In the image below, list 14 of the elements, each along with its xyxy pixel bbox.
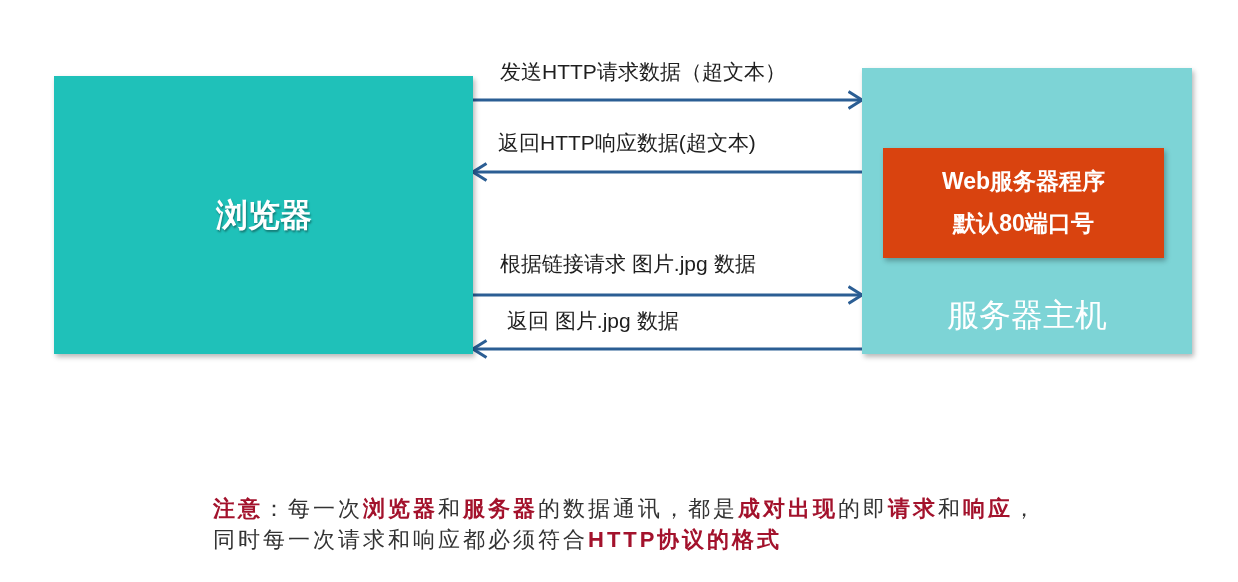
edge-label: 发送HTTP请求数据（超文本） <box>500 59 786 85</box>
arrow <box>473 285 864 305</box>
note-text: 注意：每一次浏览器和服务器的数据通讯，都是成对出现的即请求和响应，同时每一次请求和响应都必须符合HTTP协议的格式 <box>213 495 1039 554</box>
node-label: 浏览器 <box>215 195 312 235</box>
node-label: Web服务器程序 <box>941 168 1106 196</box>
node-label: 服务器主机 <box>947 295 1107 334</box>
server-host-panel <box>862 68 1192 354</box>
edge-label: 根据链接请求 图片.jpg 数据 <box>500 251 756 277</box>
browser-panel <box>54 76 473 354</box>
edge-label: 返回 图片.jpg 数据 <box>507 308 679 334</box>
edge-label: 返回HTTP响应数据(超文本) <box>498 130 756 156</box>
web-server-box <box>883 148 1164 258</box>
arrow <box>473 90 864 110</box>
node-label: 默认80端口号 <box>953 210 1094 238</box>
